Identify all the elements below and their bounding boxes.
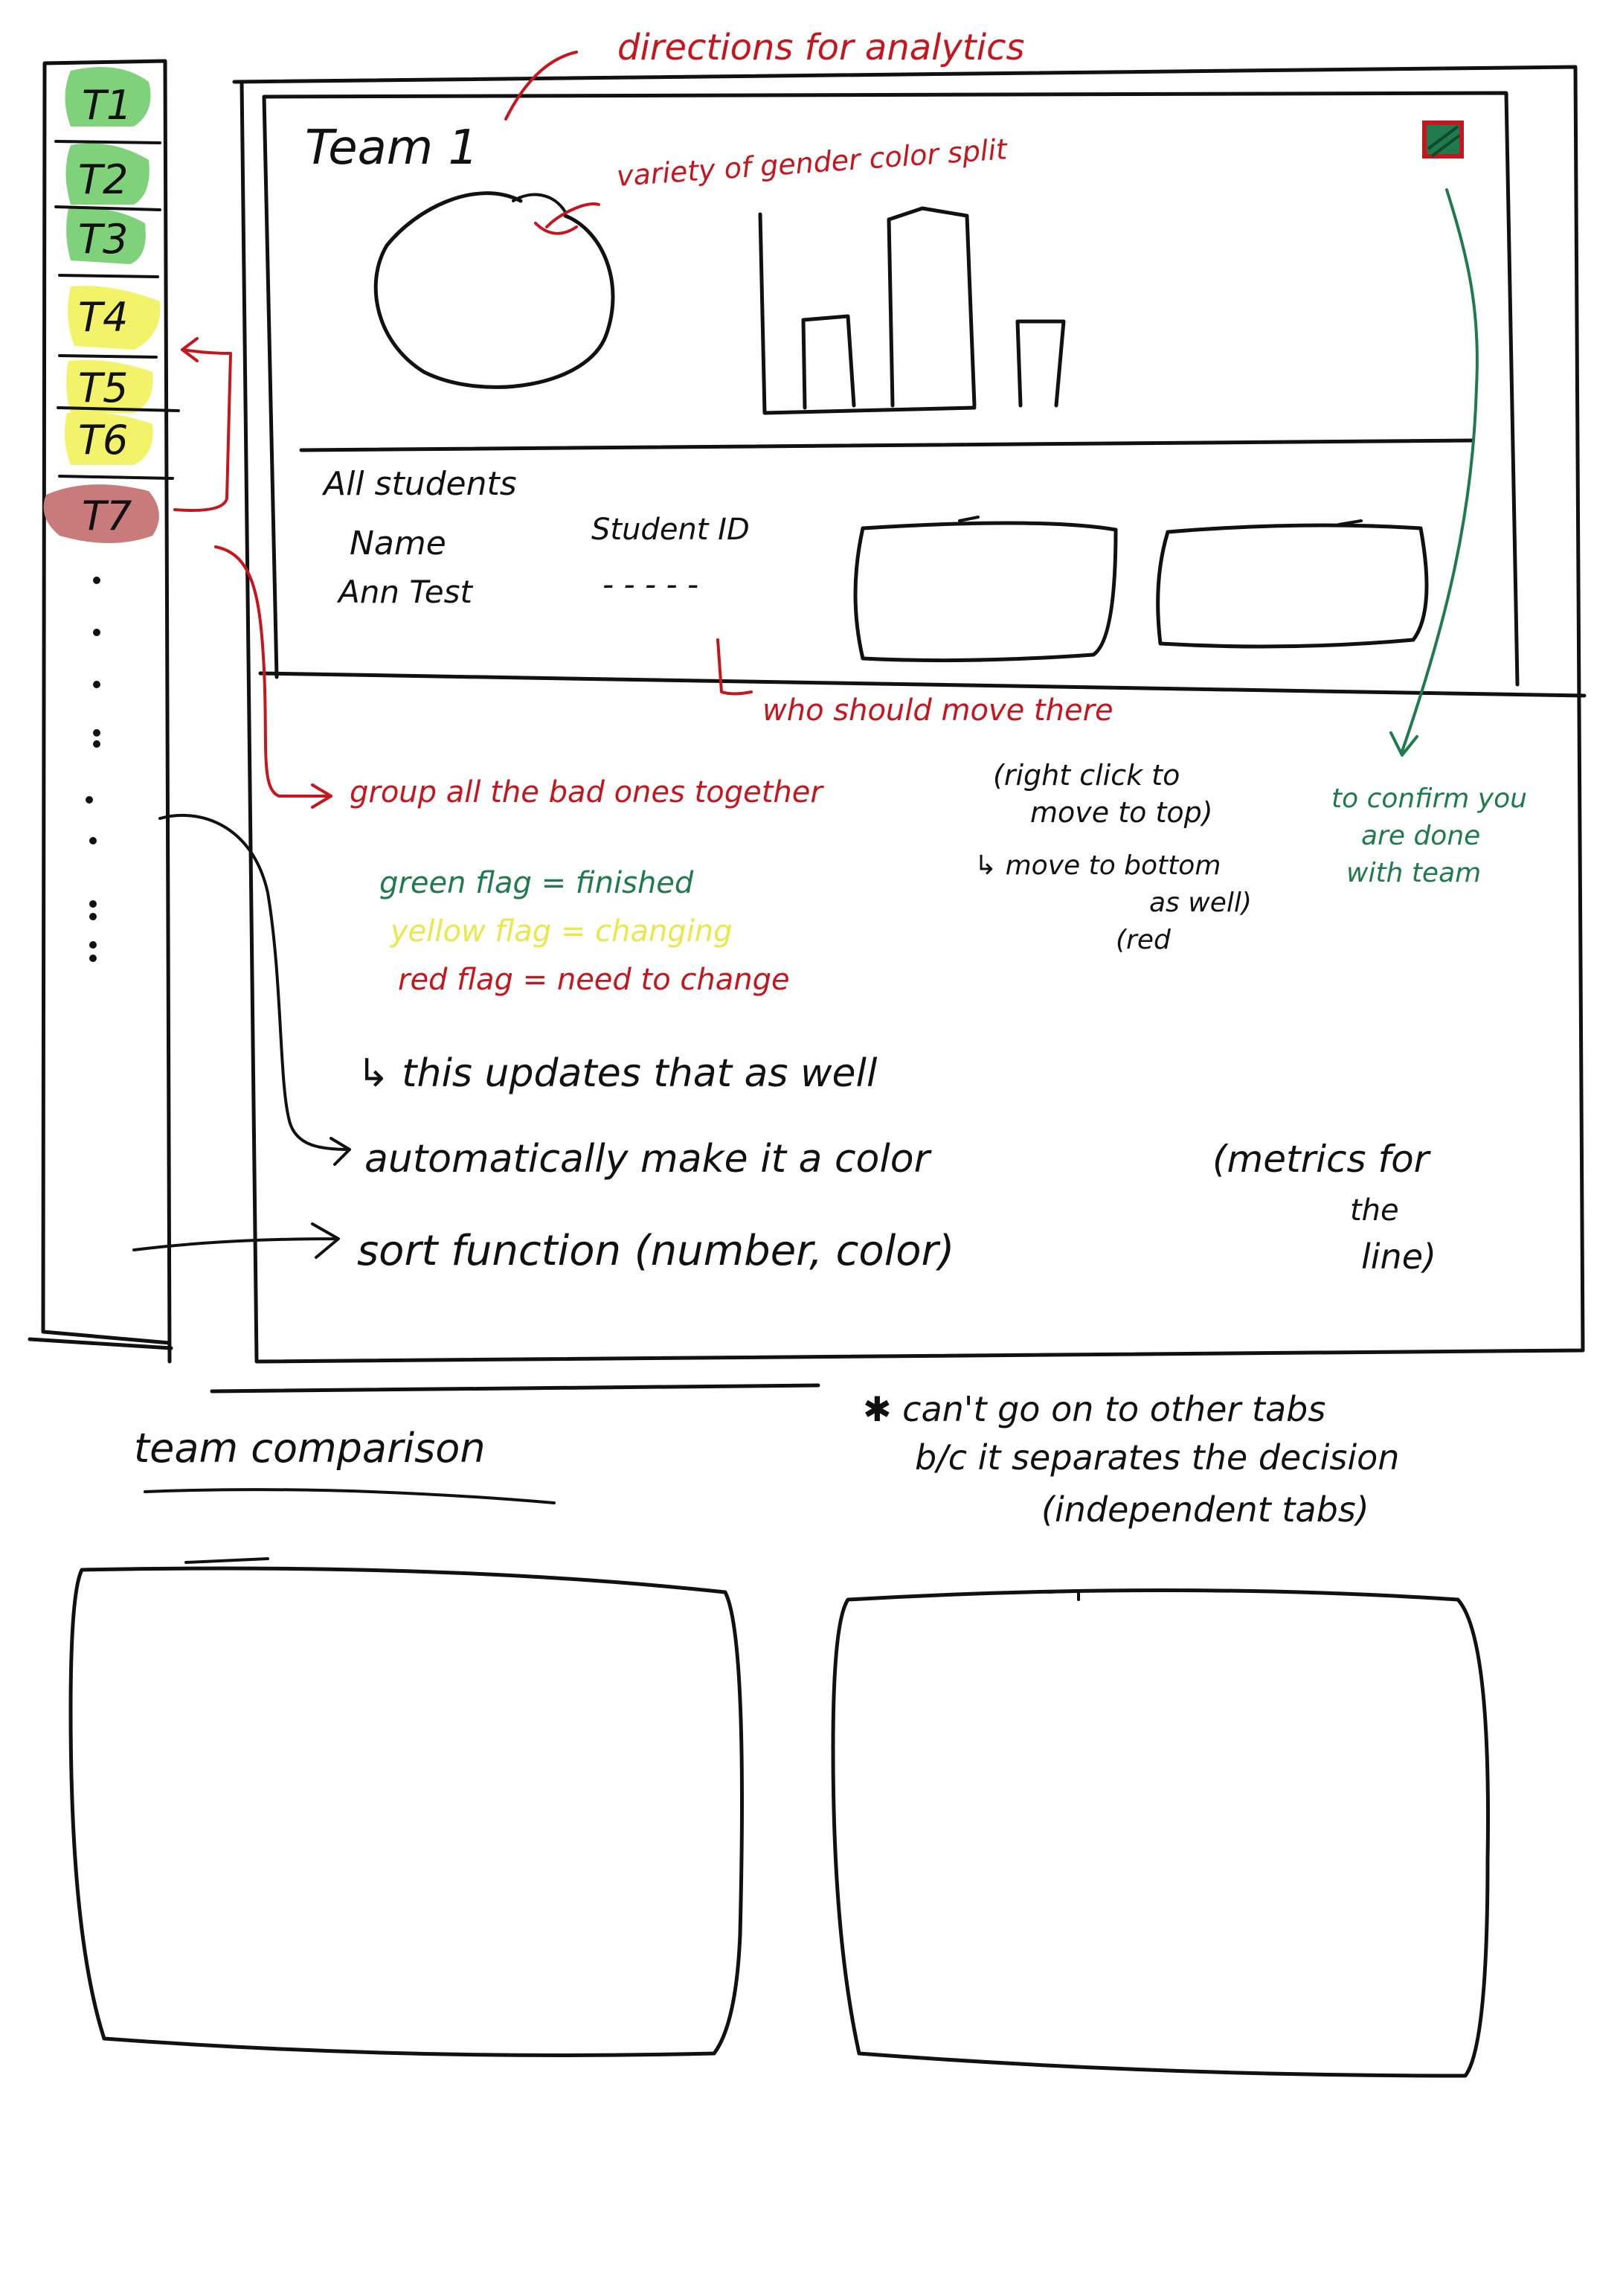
team-comparison-section: team comparison ✱ can't go on to other t… bbox=[68, 1383, 1490, 2078]
sidebar-item-t1[interactable]: T1 bbox=[82, 82, 132, 129]
comparison-note-2: b/c it separates the decision bbox=[915, 1437, 1399, 1478]
comparison-box-left[interactable] bbox=[68, 1566, 744, 2057]
column-student-id: Student ID bbox=[591, 513, 750, 547]
note-right-click-2: move to top) bbox=[1030, 796, 1213, 829]
gender-pie-chart bbox=[373, 191, 615, 389]
student-row-name[interactable]: Ann Test bbox=[336, 574, 474, 610]
note-confirm-1: to confirm you bbox=[1331, 783, 1527, 814]
sidebar-item-t3[interactable]: T3 bbox=[78, 216, 128, 263]
highlight-t2 bbox=[65, 143, 150, 205]
comparison-box-right[interactable] bbox=[831, 1588, 1490, 2078]
note-confirm-2: are done bbox=[1361, 821, 1480, 851]
sidebar-item-t2[interactable]: T2 bbox=[78, 156, 128, 203]
comparison-note-3: (independent tabs) bbox=[1041, 1489, 1369, 1530]
team-detail-panel: Team 1 All students Name Student ID Ann … bbox=[232, 65, 1587, 1364]
highlight-t4 bbox=[68, 286, 161, 350]
more-teams-dots bbox=[86, 577, 100, 962]
note-directions: directions for analytics bbox=[617, 27, 1024, 68]
note-confirm-3: with team bbox=[1346, 858, 1481, 888]
annotations: directions for analytics variety of gend… bbox=[132, 27, 1527, 1277]
note-right-click-1: (right click to bbox=[993, 759, 1180, 792]
sidebar-item-t5[interactable]: T5 bbox=[78, 365, 128, 411]
note-sort: sort function (number, color) bbox=[357, 1227, 954, 1275]
note-updates: ↳ this updates that as well bbox=[357, 1051, 878, 1096]
note-move-bottom-1: ↳ move to bottom bbox=[974, 850, 1221, 881]
highlight-t1 bbox=[65, 67, 151, 126]
highlight-t6 bbox=[64, 412, 153, 465]
students-heading: All students bbox=[321, 465, 517, 503]
gender-bar-chart bbox=[758, 206, 1066, 415]
note-group-bad: group all the bad ones together bbox=[350, 775, 824, 809]
student-row-id: - - - - - bbox=[602, 566, 698, 603]
comparison-heading: team comparison bbox=[134, 1425, 486, 1472]
note-move-bottom-2: as well) bbox=[1149, 888, 1252, 918]
note-move-bottom-3: (red bbox=[1116, 925, 1172, 955]
legend-yellow: yellow flag = changing bbox=[390, 914, 733, 949]
panel-title: Team 1 bbox=[305, 121, 478, 176]
highlight-t7 bbox=[43, 484, 159, 543]
comparison-note-1: ✱ can't go on to other tabs bbox=[863, 1389, 1325, 1429]
note-metrics-2: the bbox=[1350, 1193, 1399, 1228]
team-sidebar: T1 T2 T3 T4 T5 T6 T7 bbox=[28, 59, 180, 1364]
sidebar-item-t7[interactable]: T7 bbox=[82, 493, 132, 539]
sidebar-item-t6[interactable]: T6 bbox=[78, 417, 128, 464]
student-card-2[interactable] bbox=[1156, 523, 1429, 649]
note-metrics-3: line) bbox=[1361, 1237, 1436, 1277]
legend-red: red flag = need to change bbox=[398, 963, 790, 997]
legend-green: green flag = finished bbox=[379, 866, 694, 900]
note-metrics-1: (metrics for bbox=[1212, 1138, 1432, 1181]
highlight-t3 bbox=[66, 208, 146, 264]
note-who-should: who should move there bbox=[762, 693, 1113, 728]
highlight-t5 bbox=[66, 360, 153, 413]
note-auto-color: automatically make it a color bbox=[364, 1137, 933, 1181]
student-card-1[interactable] bbox=[853, 521, 1118, 663]
note-variety: variety of gender color split bbox=[616, 132, 1010, 193]
sidebar-item-t4[interactable]: T4 bbox=[78, 294, 128, 341]
flag-icon[interactable] bbox=[1422, 121, 1464, 158]
column-name: Name bbox=[350, 525, 446, 562]
